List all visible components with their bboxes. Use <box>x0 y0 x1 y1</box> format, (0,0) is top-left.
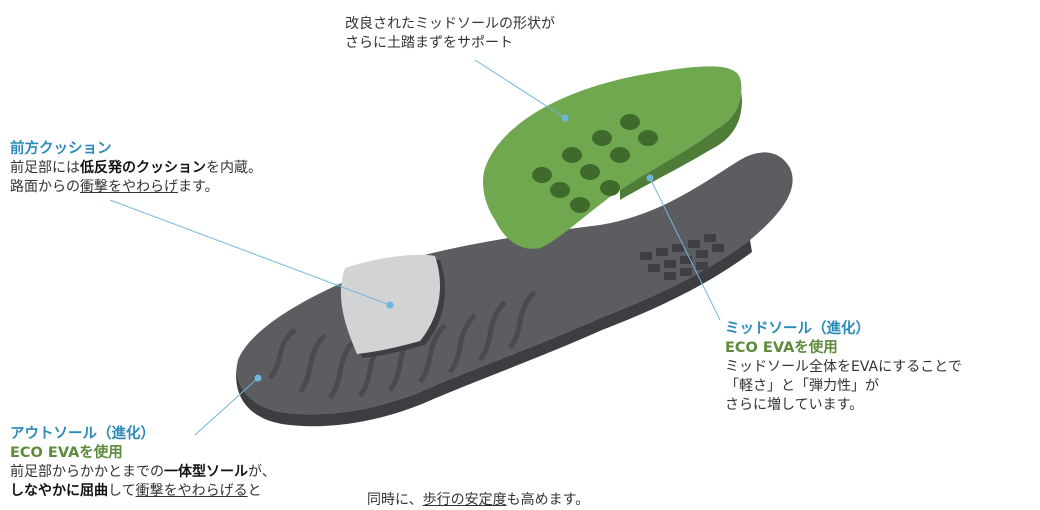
midsole-block: ミッドソール（進化） ECO EVAを使用 ミッドソール全体をEVAにすることで… <box>725 320 962 415</box>
bold-span: しなやかに屈曲 <box>10 483 108 499</box>
text-span: が、 <box>248 464 276 480</box>
top-note-line2: さらに土踏まずをサポート <box>345 35 513 51</box>
bold-span: 一体型ソール <box>164 464 248 480</box>
outsole-tread <box>267 290 537 400</box>
front-cushion-line1: 前足部には低反発のクッションを内蔵。 <box>10 159 262 178</box>
outsole-block: アウトソール（進化） ECO EVAを使用 前足部からかかとまでの一体型ソールが… <box>10 425 276 501</box>
top-note-line1: 改良されたミッドソールの形状が <box>345 16 555 32</box>
text-span: 路面からの <box>10 179 80 195</box>
midsole-line3: さらに増しています。 <box>725 397 864 413</box>
text-span: も高めます。 <box>506 492 590 508</box>
leader-lines <box>109 59 721 436</box>
midsole-line1: ミッドソール全体をEVAにすることで <box>725 359 962 375</box>
text-span: と <box>247 483 262 499</box>
underline-span: 歩行の安定度 <box>422 492 507 508</box>
midsole-title: ミッドソール（進化） <box>725 321 870 337</box>
midsole-line2: 「軽さ」と「弾力性」が <box>725 378 879 394</box>
text-span: ます。 <box>178 179 219 195</box>
front-cushion-title: 前方クッション <box>10 141 112 157</box>
outsole-line2: しなやかに屈曲して衝撃をやわらげると <box>10 482 276 501</box>
text-span: して <box>108 483 136 499</box>
outsole-subtitle: ECO EVAを使用 <box>10 445 123 461</box>
front-cushion-block: 前方クッション 前足部には低反発のクッションを内蔵。 路面からの衝撃をやわらげま… <box>10 140 262 197</box>
text-span: 前足部からかかとまでの <box>10 464 164 480</box>
underline-span: 衝撃をやわらげる <box>135 483 248 499</box>
front-cushion-line2: 路面からの衝撃をやわらげます。 <box>10 178 262 197</box>
outsole-line1: 前足部からかかとまでの一体型ソールが、 <box>10 463 276 482</box>
text-span: 前足部には <box>10 160 80 176</box>
midsole-graphic <box>483 66 742 249</box>
text-span: 同時に、 <box>367 492 423 508</box>
midsole-holes <box>532 114 658 213</box>
bold-span: 低反発のクッション <box>80 160 206 176</box>
outsole-line2-tail: 同時に、歩行の安定度も高めます。 <box>367 491 589 510</box>
outsole-grid <box>640 234 724 280</box>
outsole-title: アウトソール（進化） <box>10 426 155 442</box>
text-span: を内蔵。 <box>206 160 262 176</box>
top-note: 改良されたミッドソールの形状が さらに土踏まずをサポート <box>345 15 555 53</box>
midsole-subtitle: ECO EVAを使用 <box>725 340 838 356</box>
underline-span: 衝撃をやわらげ <box>80 179 178 195</box>
